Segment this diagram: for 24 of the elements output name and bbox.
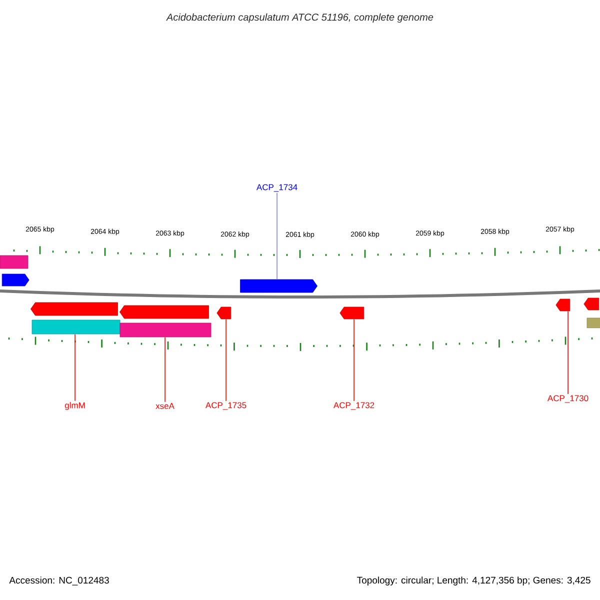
gene-label: xseA xyxy=(156,403,174,409)
gene-bar xyxy=(32,320,120,334)
gene-block xyxy=(30,302,118,316)
gene-block xyxy=(556,298,570,312)
leader-line xyxy=(74,334,76,402)
gene-label: ACP_1730 xyxy=(547,395,588,403)
leader-line xyxy=(276,192,278,280)
footer-text: Accession: NC_012483 xyxy=(9,576,109,586)
gene-label: ACP_1734 xyxy=(256,184,298,192)
leader-line xyxy=(164,336,166,402)
gene-block xyxy=(120,305,209,319)
gene-block xyxy=(2,274,30,286)
gene-bar xyxy=(586,318,600,328)
footer-text: Topology: circular; Length: 4,127,356 bp; Genes: 3,425 xyxy=(357,576,590,586)
gene-label: glmM xyxy=(64,402,85,410)
gene-block xyxy=(216,306,232,320)
gene-block xyxy=(584,298,600,310)
gene-label: ACP_1735 xyxy=(205,402,246,410)
gene-block xyxy=(340,306,364,320)
gene-label: ACP_1732 xyxy=(333,402,374,410)
gene-bar xyxy=(0,255,28,269)
gene-block xyxy=(240,279,318,293)
title: Acidobacterium capsulatum ATCC 51196, complete genome xyxy=(166,13,434,23)
gene-bar xyxy=(120,322,212,338)
